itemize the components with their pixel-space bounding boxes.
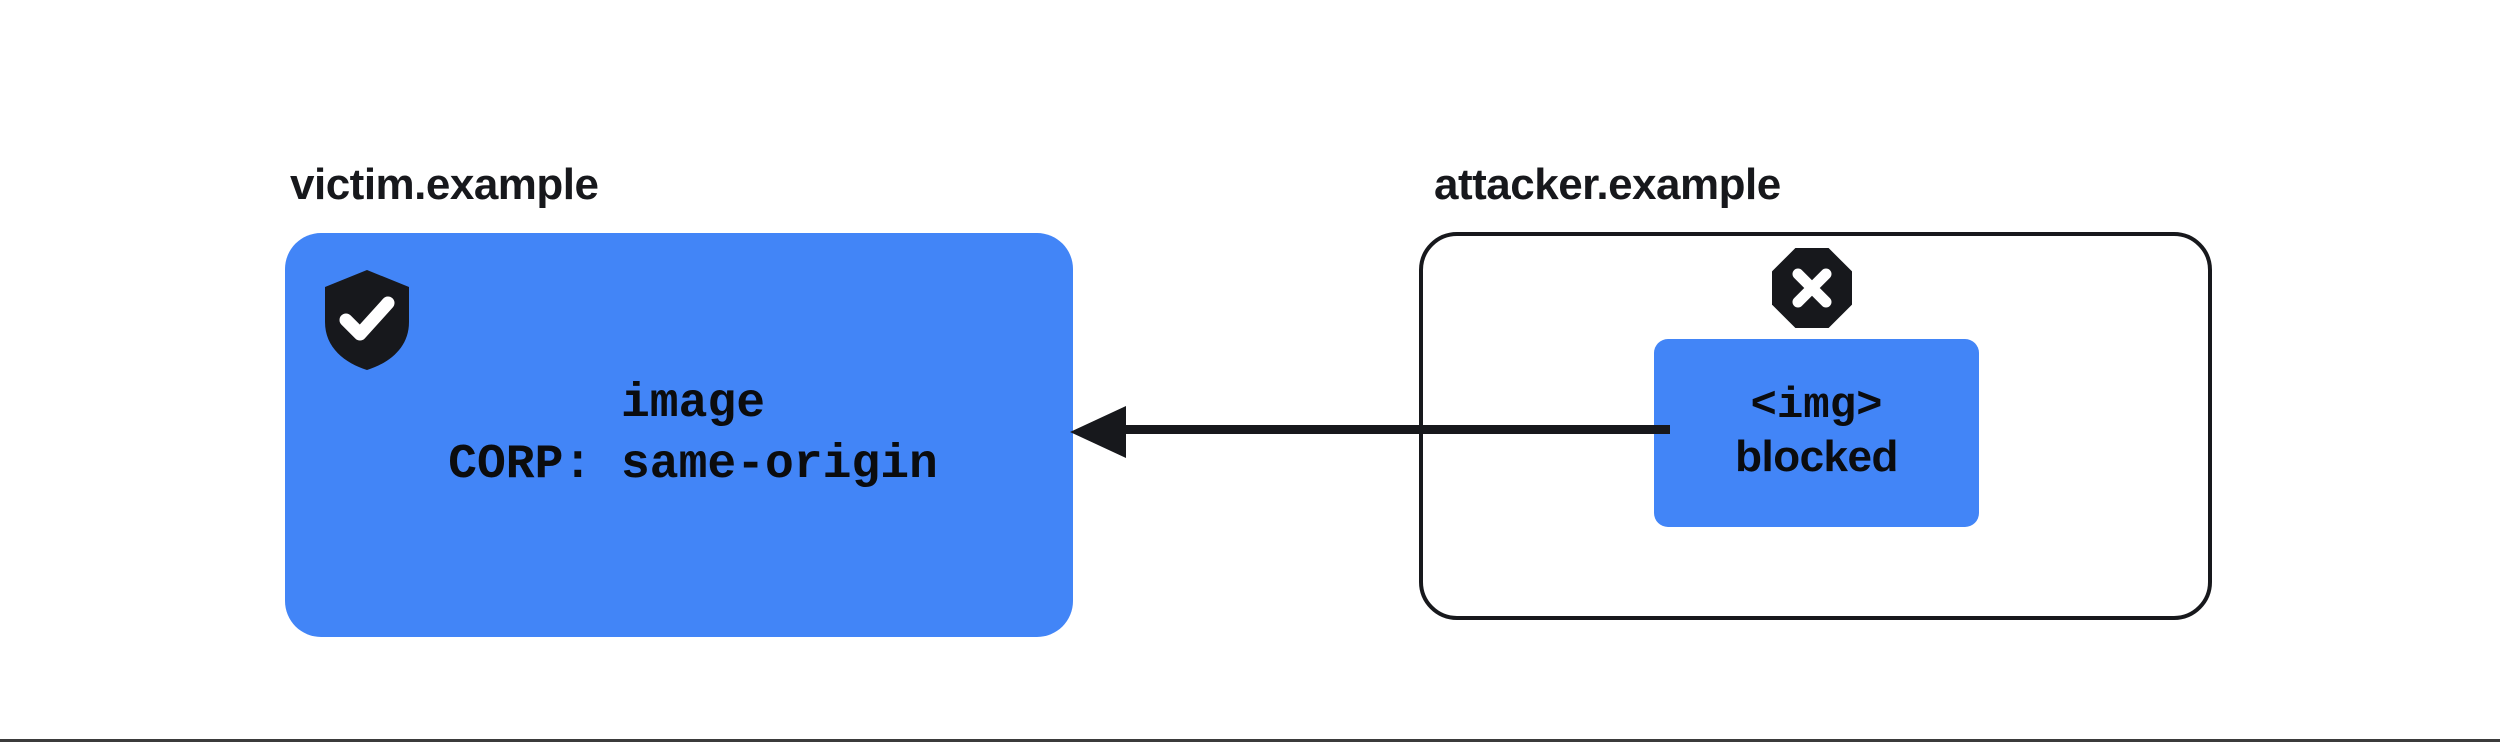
victim-corp-header: CORP: same-origin bbox=[448, 438, 938, 492]
victim-resource-name: image bbox=[620, 376, 766, 431]
img-tag-text: <img> bbox=[1750, 381, 1883, 432]
victim-origin-label: victim.example bbox=[290, 160, 599, 209]
shield-check-icon bbox=[325, 270, 409, 370]
blocked-img-box: <img> blocked bbox=[1654, 339, 1979, 527]
img-status-text: blocked bbox=[1735, 431, 1898, 481]
victim-origin-panel: image CORP: same-origin bbox=[285, 233, 1073, 637]
attacker-origin-label: attacker.example bbox=[1434, 160, 1781, 209]
left-arrow-icon bbox=[1060, 400, 1670, 466]
bottom-divider bbox=[0, 739, 2500, 742]
octagon-x-icon bbox=[1772, 248, 1852, 328]
